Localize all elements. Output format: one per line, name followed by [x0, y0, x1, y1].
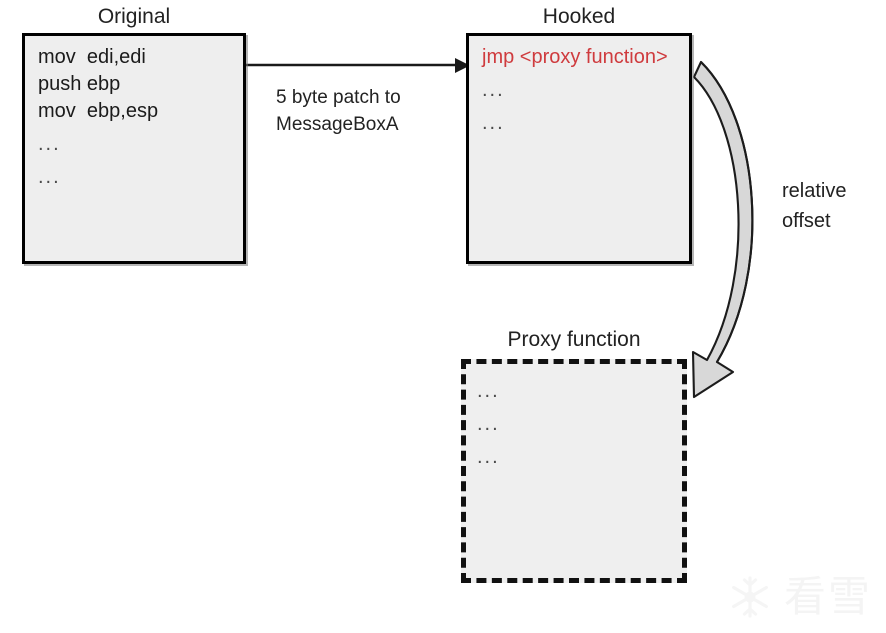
patch-label-line-2: MessageBoxA [276, 114, 399, 135]
hooked-code-box: jmp <proxy function> ... ... [466, 33, 692, 264]
proxy-function-box: ... ... ... [461, 359, 687, 583]
code-line: mov edi,edi [38, 46, 146, 68]
watermark-text: 看雪 [783, 572, 872, 621]
code-line-ellipsis: ... [38, 133, 61, 155]
code-line-jmp: jmp <proxy function> [482, 46, 668, 68]
proxy-code-lines: ... ... ... [477, 378, 678, 471]
hooked-code-lines: jmp <proxy function> ... ... [482, 44, 685, 137]
original-code-box: mov edi,edi push ebp mov ebp,esp ... ... [22, 33, 246, 264]
relative-offset-label: relative offset [782, 176, 846, 236]
patch-label: 5 byte patch to MessageBoxA [276, 84, 401, 138]
original-code-lines: mov edi,edi push ebp mov ebp,esp ... ... [38, 44, 239, 191]
code-line-ellipsis: ... [482, 112, 505, 134]
code-line: mov ebp,esp [38, 100, 159, 122]
relative-offset-line-1: relative [782, 180, 847, 202]
watermark: 看雪 [726, 573, 872, 621]
patch-label-line-1: 5 byte patch to [276, 87, 401, 108]
snowflake-icon [731, 576, 768, 618]
relative-offset-arrow [691, 60, 754, 399]
code-line-ellipsis: ... [477, 446, 500, 468]
original-title: Original [97, 5, 171, 28]
code-line-ellipsis: ... [482, 79, 505, 101]
code-line: push ebp [38, 73, 121, 95]
proxy-function-title: Proxy function [507, 328, 641, 351]
hooked-title: Hooked [542, 5, 616, 28]
code-line-ellipsis: ... [477, 380, 500, 402]
code-line-ellipsis: ... [477, 413, 500, 435]
code-line-ellipsis: ... [38, 166, 61, 188]
relative-offset-line-2: offset [782, 210, 831, 232]
